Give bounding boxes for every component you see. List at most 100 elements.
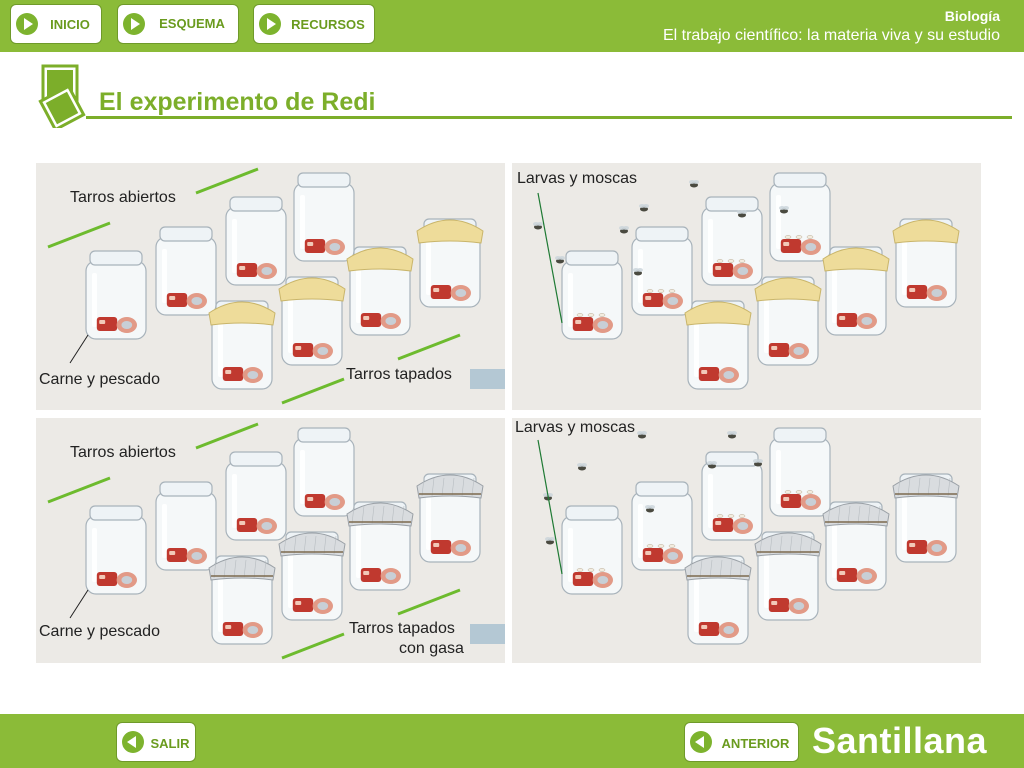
- jar: [822, 501, 890, 591]
- jar: [754, 276, 822, 366]
- jar: [293, 172, 355, 262]
- jar: [278, 531, 346, 621]
- salir-button[interactable]: SALIR: [116, 722, 196, 762]
- jar: [561, 505, 623, 595]
- fly-icon: [637, 431, 647, 439]
- fly-icon: [533, 222, 543, 230]
- title-underline: [86, 116, 1012, 119]
- arrow-right-icon: [470, 369, 505, 389]
- covered-jars-label: Tarros tapados: [346, 366, 452, 383]
- fly-icon: [737, 210, 747, 218]
- experiment1-setup-panel: Tarros abiertos Carne y pescado Tarros t…: [36, 163, 505, 410]
- group-marker: [47, 221, 111, 249]
- salir-label: SALIR: [150, 736, 190, 751]
- jar: [225, 196, 287, 286]
- group-marker: [195, 167, 259, 195]
- gauze-jars-label-line2: con gasa: [399, 640, 464, 657]
- meat-fish-label: Carne y pescado: [39, 371, 160, 388]
- jars-illustration: [47, 422, 505, 660]
- bottom-bar: SALIR ANTERIOR Santillana: [0, 714, 1024, 768]
- jar: [892, 473, 960, 563]
- group-marker: [281, 377, 345, 405]
- group-marker: [281, 632, 345, 660]
- jar: [208, 300, 276, 390]
- gauze-jars-label: Tarros tapados: [349, 620, 455, 637]
- anterior-button[interactable]: ANTERIOR: [684, 722, 799, 762]
- fly-icon: [707, 461, 717, 469]
- jar: [85, 250, 147, 340]
- jar: [684, 300, 752, 390]
- jars-illustration: [47, 167, 505, 405]
- group-marker: [195, 422, 259, 450]
- fly-icon: [577, 463, 587, 471]
- pointer-line: [69, 334, 89, 364]
- experiment2-result-panel: Larvas y moscas: [512, 418, 981, 663]
- jar: [346, 246, 414, 336]
- back-icon: [122, 731, 144, 753]
- jar: [293, 427, 355, 517]
- esquema-label: ESQUEMA: [159, 16, 225, 31]
- pointer-line: [537, 192, 563, 324]
- jar: [346, 501, 414, 591]
- arrow-right-icon: [470, 624, 505, 644]
- fly-icon: [639, 204, 649, 212]
- recursos-label: RECURSOS: [291, 17, 365, 32]
- open-jars-label: Tarros abiertos: [70, 189, 176, 206]
- jar: [631, 226, 693, 316]
- play-icon: [16, 13, 38, 35]
- unit-subtitle: El trabajo científico: la materia viva y…: [662, 27, 1000, 44]
- experiment1-result-panel: Larvas y moscas: [512, 163, 981, 410]
- open-jars-label: Tarros abiertos: [70, 444, 176, 461]
- jar: [155, 481, 217, 571]
- jar: [561, 250, 623, 340]
- inicio-label: INICIO: [50, 17, 90, 32]
- jar: [754, 531, 822, 621]
- anterior-label: ANTERIOR: [721, 736, 790, 751]
- jar: [684, 555, 752, 645]
- esquema-button[interactable]: ESQUEMA: [117, 4, 239, 44]
- meat-fish-label: Carne y pescado: [39, 623, 160, 640]
- inicio-button[interactable]: INICIO: [10, 4, 102, 44]
- pointer-line: [69, 589, 89, 619]
- fly-icon: [689, 180, 699, 188]
- fly-icon: [753, 459, 763, 467]
- jar: [208, 555, 276, 645]
- jar: [416, 218, 484, 308]
- fly-icon: [555, 256, 565, 264]
- larvae-flies-label: Larvas y moscas: [517, 170, 638, 187]
- play-icon: [123, 13, 145, 35]
- jar: [155, 226, 217, 316]
- fly-icon: [645, 505, 655, 513]
- fly-icon: [779, 206, 789, 214]
- jar: [892, 218, 960, 308]
- jar: [85, 505, 147, 595]
- top-bar: INICIO ESQUEMA RECURSOS Biología El trab…: [0, 0, 1024, 52]
- group-marker: [397, 588, 461, 616]
- section-squares-icon: [38, 64, 86, 128]
- santillana-logo: Santillana: [812, 720, 988, 761]
- jar: [769, 172, 831, 262]
- fly-icon: [545, 537, 555, 545]
- recursos-button[interactable]: RECURSOS: [253, 4, 375, 44]
- jar: [225, 451, 287, 541]
- experiment2-setup-panel: Tarros abiertos Carne y pescado Tarros t…: [36, 418, 505, 663]
- fly-icon: [633, 268, 643, 276]
- jar: [631, 481, 693, 571]
- jar: [769, 427, 831, 517]
- jar: [416, 473, 484, 563]
- fly-icon: [727, 431, 737, 439]
- jar: [701, 451, 763, 541]
- fly-icon: [619, 226, 629, 234]
- play-icon: [259, 13, 281, 35]
- group-marker: [47, 476, 111, 504]
- page-title: El experimento de Redi: [99, 88, 376, 116]
- jars-illustration: [537, 427, 960, 645]
- larvae-flies-label: Larvas y moscas: [515, 419, 636, 436]
- jars-illustration: [533, 172, 960, 390]
- back-icon: [690, 731, 712, 753]
- jar: [278, 276, 346, 366]
- group-marker: [397, 333, 461, 361]
- pointer-line: [537, 439, 563, 575]
- jar: [822, 246, 890, 336]
- jar: [701, 196, 763, 286]
